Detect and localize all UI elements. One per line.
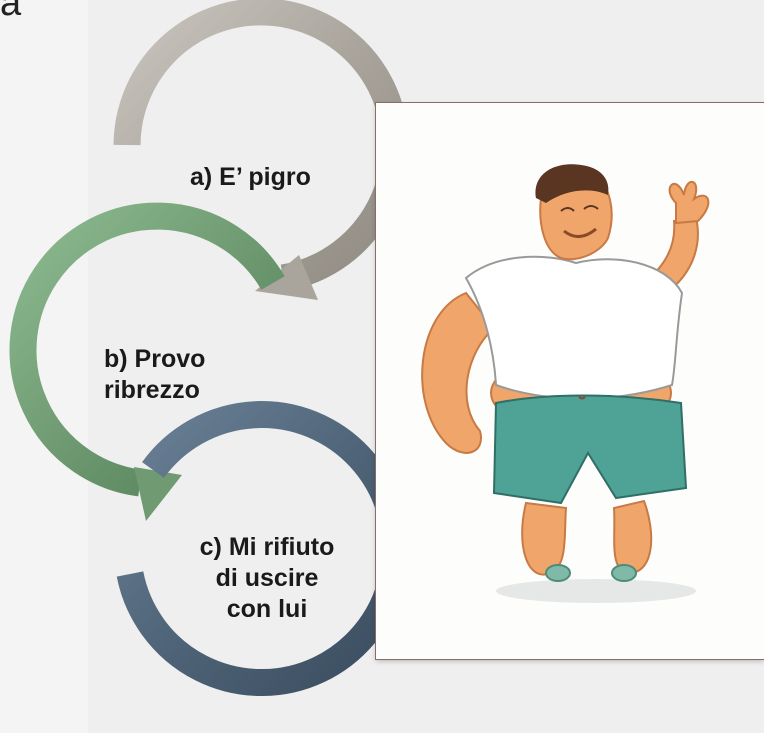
step-label-c: c) Mi rifiuto di uscire con lui: [172, 532, 362, 625]
step-label-b-line-2: ribrezzo: [104, 376, 200, 404]
step-label-c-line-1: c) Mi rifiuto: [199, 533, 335, 561]
illustration-frame: [376, 103, 764, 659]
arrow-arc-b: [9, 202, 285, 521]
step-label-c-line-2: di uscire: [215, 564, 319, 592]
arrow-arc-a: [113, 0, 409, 300]
step-label-b: b) Provo ribrezzo: [104, 344, 205, 406]
corner-text: a: [0, 0, 22, 24]
step-label-c-line-3: con lui: [226, 595, 308, 623]
step-label-a: a) E’ pigro: [190, 163, 311, 191]
step-label-b-line-1: b) Provo: [104, 345, 206, 373]
cartoon-man-image: [421, 164, 710, 603]
